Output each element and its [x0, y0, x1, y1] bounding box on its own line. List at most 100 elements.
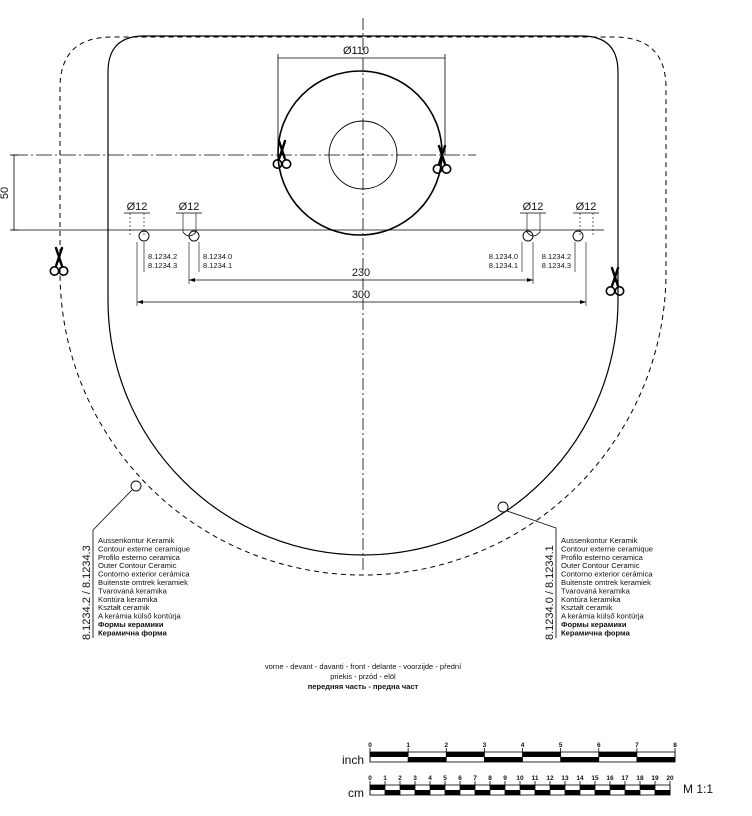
scale-tick-label: 2 — [398, 775, 402, 782]
scale-tick-label: 6 — [458, 775, 462, 782]
legend-line: Contour externe ceramique — [561, 544, 653, 553]
legend-line: Outer Contour Ceramic — [561, 561, 640, 570]
scale-segment — [505, 790, 520, 795]
drain-circle — [328, 120, 398, 190]
legend-line: Buitenste omtrek keramiek — [98, 578, 188, 587]
svg-text:Ø12: Ø12 — [576, 201, 597, 213]
scale-tick-label: 7 — [635, 742, 639, 749]
scale-tick-label: 1 — [383, 775, 387, 782]
part-code: 8.1234.2 — [148, 252, 177, 261]
scale-segment — [446, 752, 485, 757]
scale-tick-label: 19 — [651, 775, 659, 782]
scissors-icon — [605, 266, 625, 297]
scale-tick-label: 18 — [636, 775, 644, 782]
scale-tick-label: 20 — [666, 775, 674, 782]
scale-segment — [484, 757, 523, 762]
scale-segment — [385, 790, 400, 795]
part-code: 8.1234.1 — [489, 261, 518, 270]
hole-right-inner: Ø12 — [520, 201, 546, 242]
legend-line: Керамична форма — [98, 628, 168, 637]
scale-tick-label: 1 — [406, 742, 410, 749]
legend-line: Tvarovaná keramika — [98, 586, 168, 595]
scale-segment — [535, 790, 550, 795]
legend-line: Tvarovaná keramika — [561, 586, 631, 595]
legend-line: Формы керамики — [561, 620, 627, 629]
legend-right-code: 8.1234.0 / 8.1234.1 — [544, 545, 556, 640]
legend-line: Profilo esterno ceramica — [561, 553, 644, 562]
dim-50-label: 50 — [0, 187, 11, 199]
front-label-line3: передняя часть - предна част — [308, 682, 419, 691]
legend-line: Profilo esterno ceramica — [98, 553, 181, 562]
scale-segment — [636, 757, 675, 762]
contour-marker-left — [130, 480, 142, 492]
scale-segment — [460, 785, 475, 790]
svg-text:Ø12: Ø12 — [523, 201, 544, 213]
hole-left-inner: Ø12 — [176, 201, 202, 242]
scale-segment — [565, 790, 580, 795]
dim-basin-diameter: Ø110 — [343, 45, 369, 57]
scale-inch-label: inch — [342, 753, 364, 767]
part-code: 8.1234.0 — [489, 252, 518, 261]
legend-line: Kontúra keramika — [98, 595, 158, 604]
scale-segment — [640, 785, 655, 790]
legend-line: A kerámia külső kontúrja — [561, 612, 645, 621]
legend-line: Aussenkontur Keramik — [561, 536, 638, 545]
outer-contour-dashed — [59, 36, 667, 576]
scale-segment — [595, 790, 610, 795]
scale-segment — [415, 790, 430, 795]
legend-line: Kontúra keramika — [561, 595, 621, 604]
scale-segment — [400, 785, 415, 790]
scale-segment — [625, 790, 640, 795]
scale-segment — [610, 785, 625, 790]
front-label-line2: priekis - przód - elöl — [330, 672, 396, 681]
scale-tick-label: 8 — [488, 775, 492, 782]
legend-line: Керамична форма — [561, 628, 631, 637]
scale-tick-label: 5 — [443, 775, 447, 782]
scale-tick-label: 4 — [521, 742, 525, 749]
part-code: 8.1234.0 — [203, 252, 232, 261]
legend-line: Contour externe ceramique — [98, 544, 190, 553]
scale-tick-label: 11 — [532, 775, 539, 782]
legend-line: Buitenste omtrek keramiek — [561, 578, 651, 587]
legend-line: Outer Contour Ceramic — [98, 561, 177, 570]
scale-tick-label: 0 — [368, 742, 372, 749]
part-code: 8.1234.2 — [542, 252, 571, 261]
legend-line: Kształt ceramik — [561, 603, 613, 612]
scale-tick-label: 16 — [606, 775, 614, 782]
scale-segment — [580, 785, 595, 790]
front-label-line1: vorne - devant - davanti - front - delan… — [265, 662, 462, 671]
part-code: 8.1234.1 — [203, 261, 232, 270]
scale-segment — [430, 785, 445, 790]
scale-segment — [490, 785, 505, 790]
scale-tick-label: 12 — [546, 775, 554, 782]
svg-text:Ø12: Ø12 — [127, 201, 148, 213]
scale-tick-label: 6 — [597, 742, 601, 749]
legend-line: Contorno exterior cerámica — [561, 570, 653, 579]
legend-left-code: 8.1234.2 / 8.1234.3 — [81, 545, 93, 640]
scale-tick-label: 17 — [621, 775, 629, 782]
legend-line: Формы керамики — [98, 620, 164, 629]
scale-tick-label: 3 — [413, 775, 417, 782]
scale-segment — [598, 752, 637, 757]
scale-segment — [560, 757, 599, 762]
svg-text:Ø12: Ø12 — [179, 201, 200, 213]
scale-segment — [550, 785, 565, 790]
scale-tick-label: 10 — [516, 775, 524, 782]
scale-tick-label: 5 — [559, 742, 563, 749]
cutout-contour — [107, 35, 619, 556]
scale-tick-label: 0 — [368, 775, 372, 782]
basin-circle — [277, 70, 443, 236]
scale-segment — [655, 790, 670, 795]
legend-line: Aussenkontur Keramik — [98, 536, 175, 545]
dim-300-label: 300 — [352, 289, 370, 301]
scissors-icon — [49, 246, 69, 277]
scale-segment — [408, 757, 447, 762]
scale-segment — [475, 790, 490, 795]
scale-tick-label: 8 — [673, 742, 677, 749]
scale-tick-label: 3 — [483, 742, 487, 749]
contour-marker-right — [497, 501, 509, 513]
